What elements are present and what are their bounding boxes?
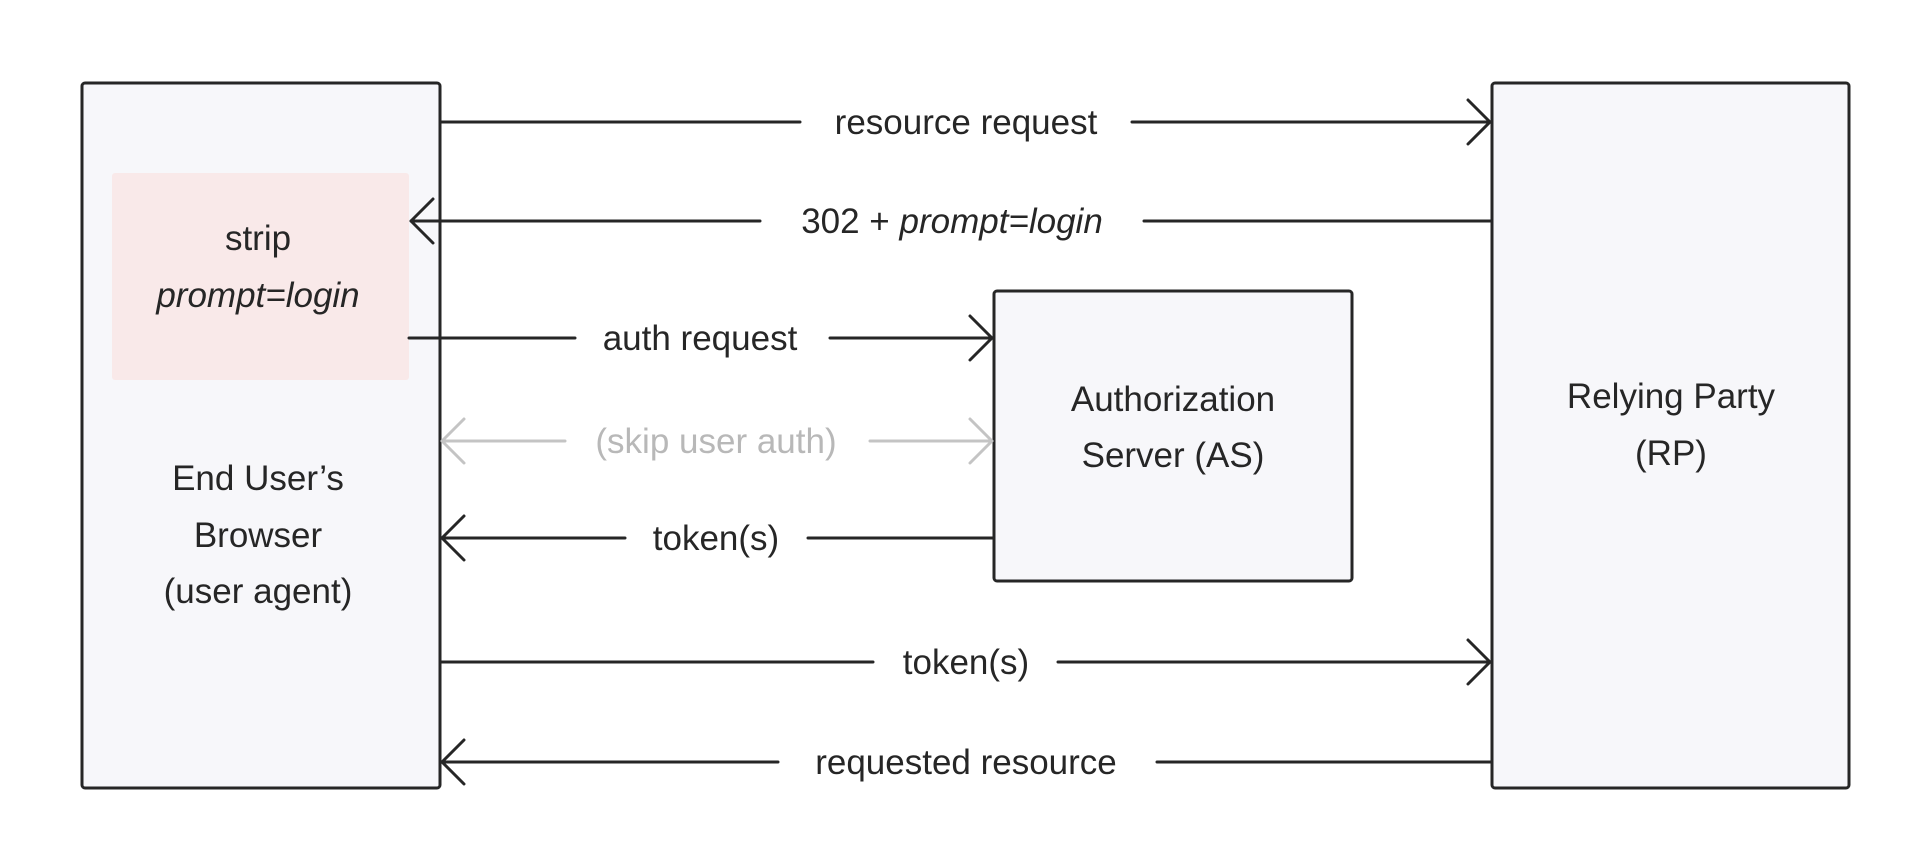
redirect-arrow [409,197,1494,245]
tokens-from-as-label: token(s) [653,519,779,558]
requested-resource-arrow [440,738,1494,786]
relying-party-box [1490,81,1851,790]
auth-server-label-line2: Server (AS) [1082,436,1265,475]
relying-party-label-line1: Relying Party [1567,377,1776,416]
tokens-from-as-arrow [440,514,996,562]
auth-request-label: auth request [603,319,798,358]
resource-request-arrow [438,98,1492,146]
browser-label-line1: End User’s [172,459,344,498]
redirect-label-prefix: 302 + [801,202,899,241]
resource-request-label: resource request [835,103,1098,142]
tokens-to-rp-label: token(s) [903,643,1029,682]
tokens-to-rp-arrow [438,638,1492,686]
strip-label: strip [225,219,291,258]
auth-server-box [992,289,1354,583]
redirect-label-param: prompt=login [898,202,1102,241]
relying-party-label-line2: (RP) [1635,434,1707,473]
auth-request-arrow [407,314,994,362]
skip-user-auth-arrow [440,417,994,465]
browser-label-line2: Browser [194,516,323,555]
browser-label-line3: (user agent) [164,572,353,611]
skip-user-auth-label: (skip user auth) [595,422,836,461]
auth-server-label-line1: Authorization [1071,380,1275,419]
requested-resource-label: requested resource [815,743,1117,782]
redirect-label: 302 + prompt=login [801,202,1103,241]
strip-prompt-highlight [112,173,409,380]
strip-param-label: prompt=login [155,276,359,315]
